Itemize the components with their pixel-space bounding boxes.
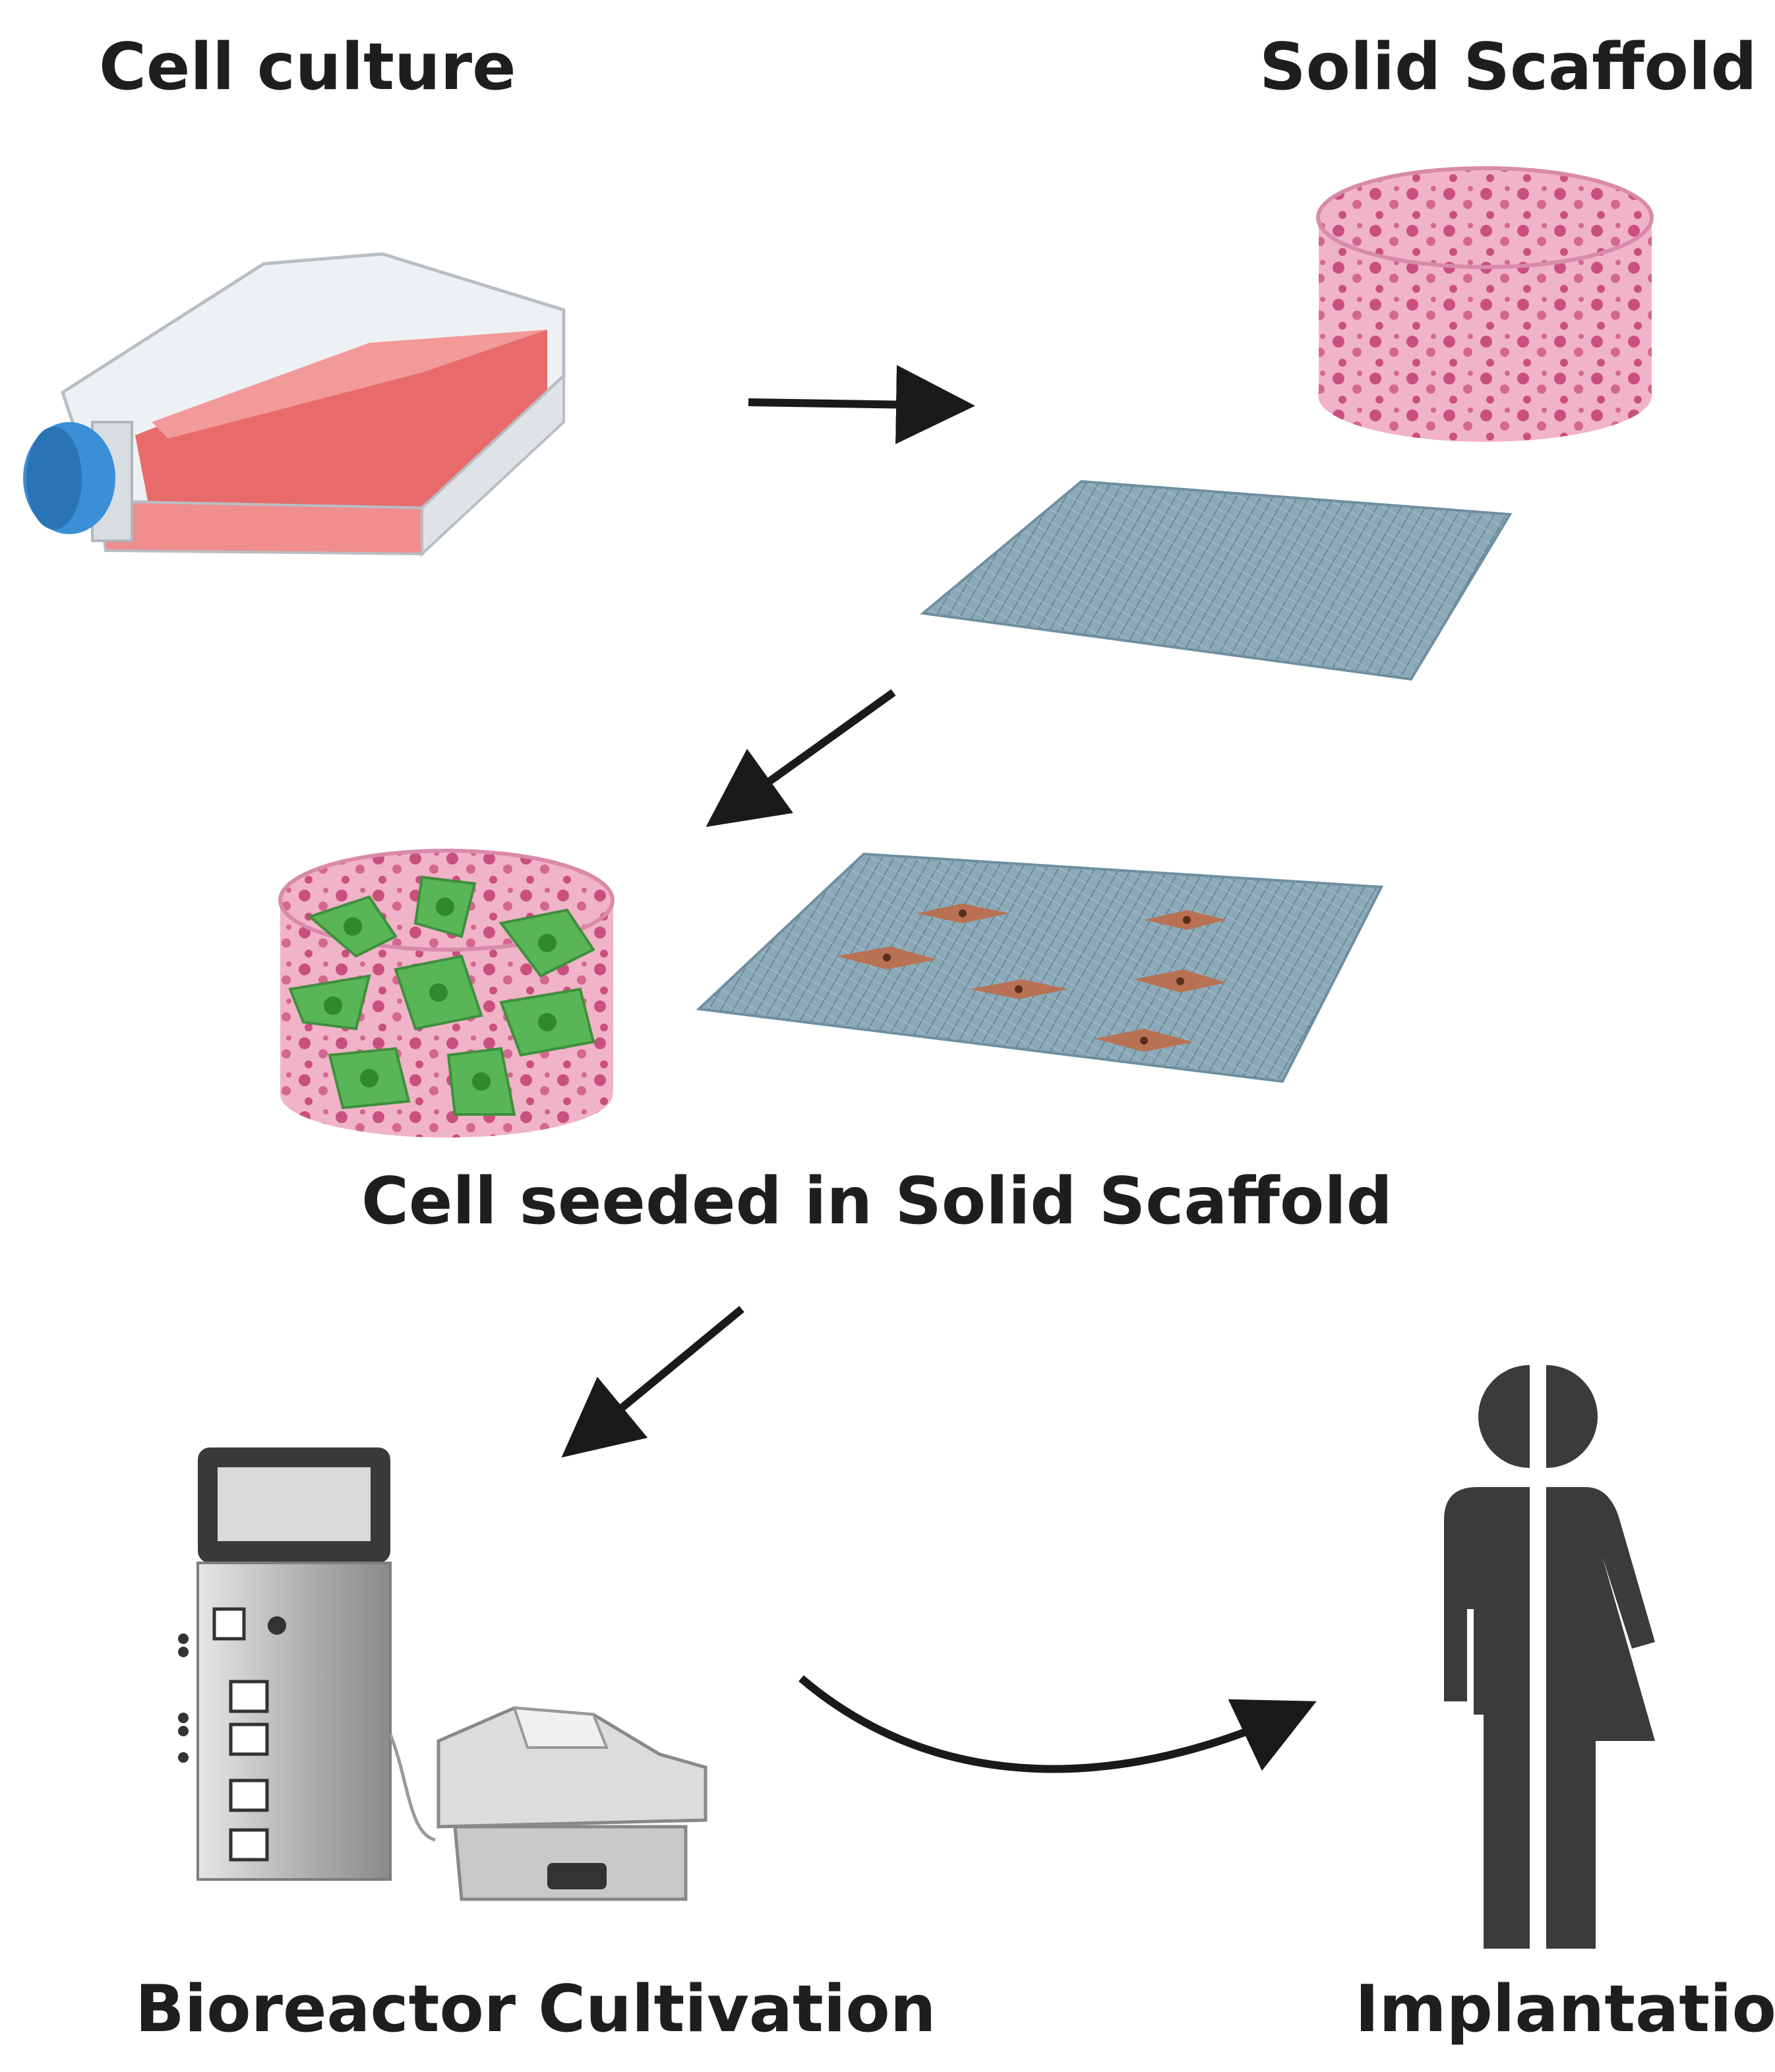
mesh-sheet-icon <box>920 479 1513 681</box>
seeded-scaffold-icon <box>278 849 615 1138</box>
person-icon <box>1444 1365 1655 1949</box>
label-cell-culture: Cell culture <box>99 30 516 105</box>
arrow-to-bioreactor <box>561 1306 744 1458</box>
label-implantation: Implantation <box>1355 1972 1775 2047</box>
arrow-to-seeded <box>706 689 896 827</box>
bioreactor-icon <box>178 1447 707 1901</box>
seeded-mesh-icon <box>696 852 1384 1083</box>
arrow-to-scaffold <box>748 365 975 444</box>
label-cell-seeded: Cell seeded in Solid Scaffold <box>361 1164 1393 1239</box>
label-solid-scaffold: Solid Scaffold <box>1259 30 1757 105</box>
culture-flask-icon <box>23 252 566 557</box>
arrow-to-implantation <box>798 1675 1317 1773</box>
label-bioreactor: Bioreactor Cultivation <box>135 1972 936 2047</box>
scaffold-cylinder-icon <box>1316 166 1654 442</box>
